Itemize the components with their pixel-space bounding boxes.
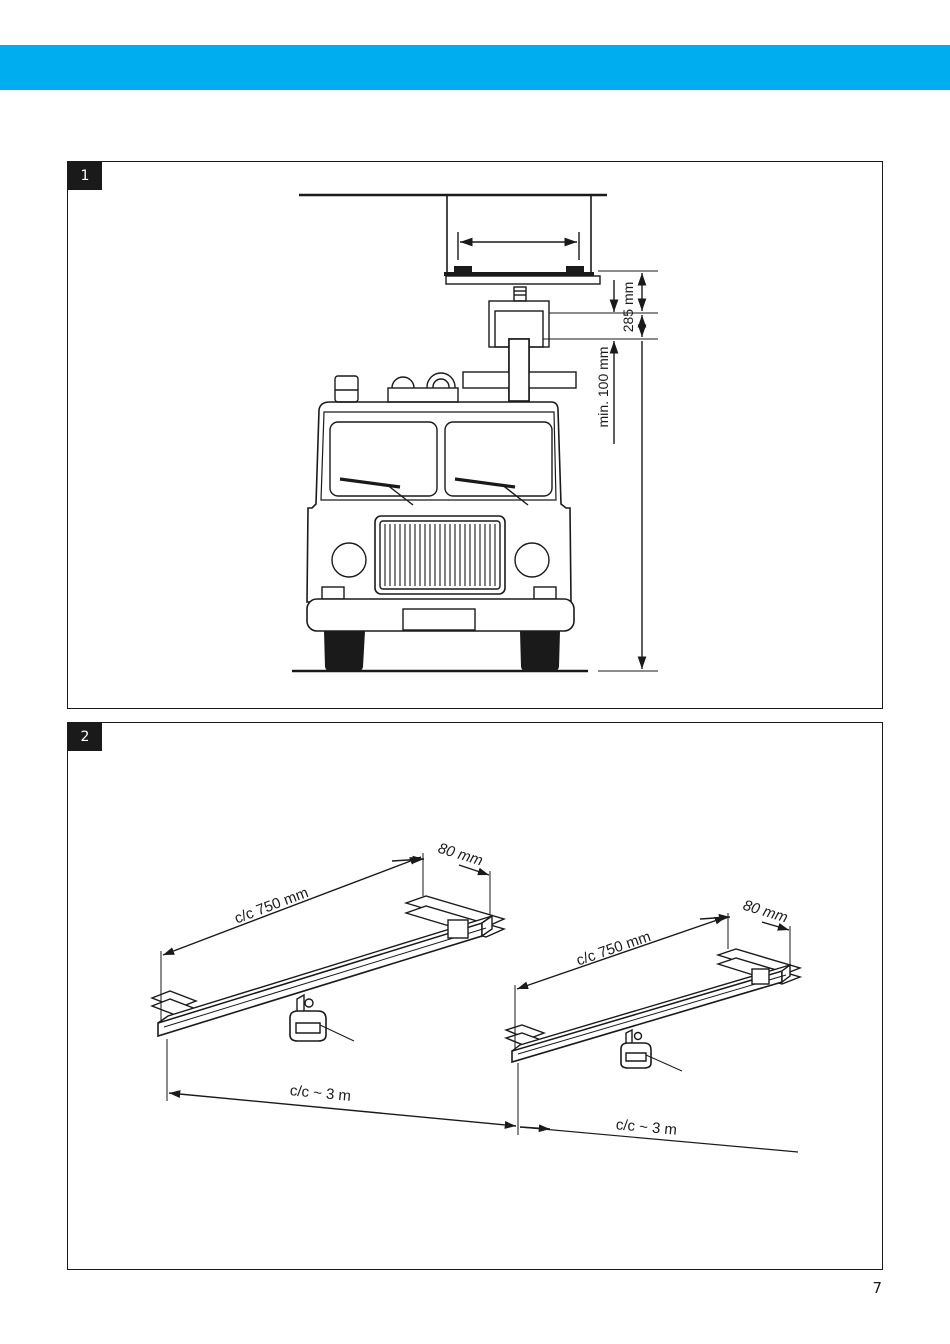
headlight-right bbox=[515, 543, 549, 577]
truck-clearance-diagram: 285 mm min. 100 mm bbox=[68, 162, 884, 710]
right-rail-width: 80 mm bbox=[741, 897, 790, 927]
left-span-center-distance: c/c ~ 3 m bbox=[289, 1082, 352, 1105]
rail-spacing-diagram: c/c 750 mm 80 mm c/c ~ 3 m c/c 750 mm 80… bbox=[68, 723, 884, 1271]
dimension-285mm: 285 mm bbox=[620, 282, 636, 333]
figure-2-panel: 2 bbox=[67, 722, 883, 1270]
beacon-light bbox=[335, 376, 358, 402]
truck-cab bbox=[307, 402, 571, 602]
wheel-left bbox=[324, 631, 365, 671]
headlight-left bbox=[332, 543, 366, 577]
dimension-min-100mm: min. 100 mm bbox=[595, 347, 611, 428]
rail-assembly-right bbox=[506, 949, 800, 1071]
rail-assembly-left bbox=[152, 896, 504, 1041]
wheel-right bbox=[520, 631, 560, 671]
right-rail-center-distance: c/c 750 mm bbox=[574, 928, 653, 969]
header-band bbox=[0, 45, 950, 90]
rail-plate bbox=[446, 276, 600, 284]
right-span-center-distance: c/c ~ 3 m bbox=[615, 1116, 678, 1138]
figure-1-panel: 1 bbox=[67, 161, 883, 709]
page-number: 7 bbox=[872, 1279, 882, 1297]
left-rail-center-distance: c/c 750 mm bbox=[232, 884, 311, 927]
license-plate bbox=[403, 609, 475, 630]
